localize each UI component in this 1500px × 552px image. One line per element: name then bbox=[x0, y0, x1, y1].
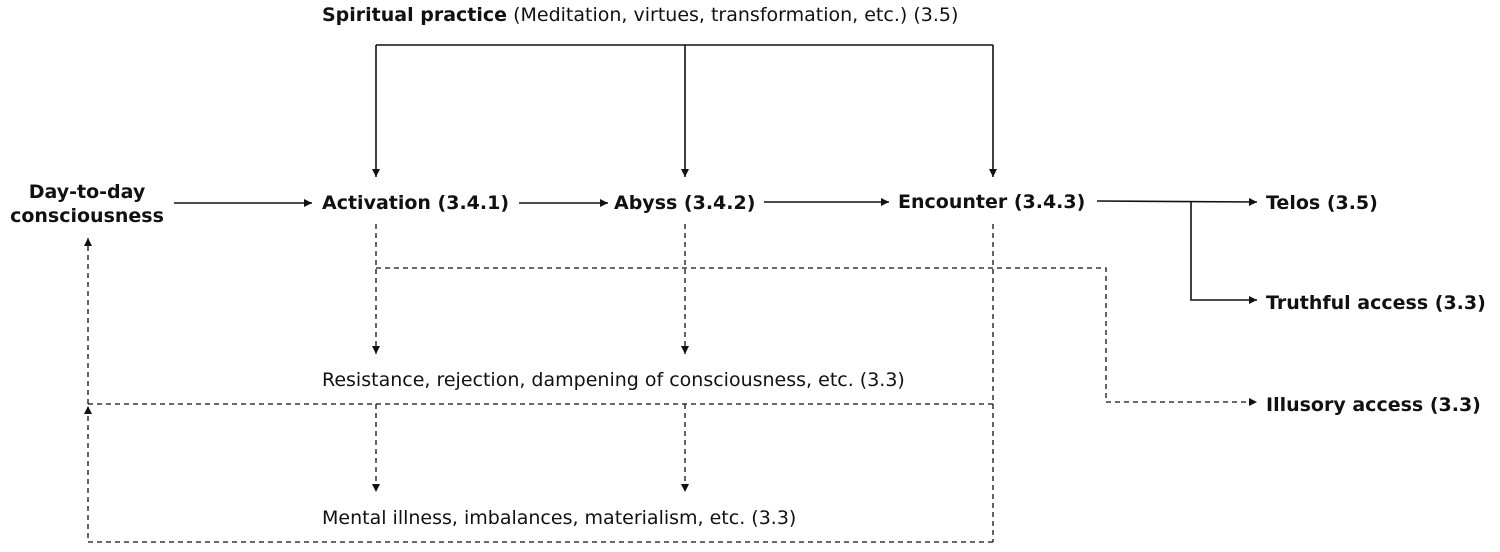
node-truthful-access: Truthful access (3.3) bbox=[1266, 292, 1486, 314]
node-day-to-day-line1: Day-to-day bbox=[28, 181, 146, 203]
node-mental-illness: Mental illness, imbalances, materialism,… bbox=[322, 507, 797, 529]
arrow-encounter-to-telos bbox=[1096, 197, 1258, 206]
node-activation: Activation (3.4.1) bbox=[322, 192, 510, 214]
dashed-return-bottom bbox=[84, 406, 993, 543]
node-abyss: Abyss (3.4.2) bbox=[614, 192, 756, 214]
node-resistance: Resistance, rejection, dampening of cons… bbox=[322, 369, 905, 391]
node-telos: Telos (3.5) bbox=[1266, 192, 1378, 214]
dashed-path-to-illusory-access bbox=[376, 267, 1257, 406]
node-day-to-day-consciousness: Day-to-day consciousness bbox=[2, 180, 172, 228]
arrow-to-truthful-access bbox=[1190, 201, 1257, 304]
node-day-to-day-line2: consciousness bbox=[10, 205, 164, 227]
spiritual-practice-detail: (Meditation, virtues, transformation, et… bbox=[507, 4, 959, 26]
spiritual-practice-label: Spiritual practice (Meditation, virtues,… bbox=[322, 4, 958, 26]
node-illusory-access: Illusory access (3.3) bbox=[1266, 394, 1481, 416]
dashed-return-middle bbox=[87, 403, 993, 407]
node-encounter: Encounter (3.4.3) bbox=[898, 191, 1086, 213]
spiritual-practice-title: Spiritual practice bbox=[322, 4, 508, 26]
